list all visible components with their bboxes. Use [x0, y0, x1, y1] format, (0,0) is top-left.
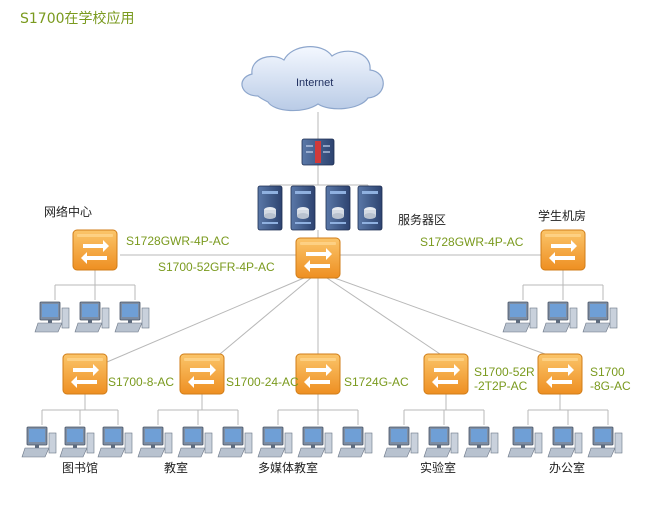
pc-icon [547, 426, 583, 458]
server-icon [257, 185, 283, 231]
pc-icon [463, 426, 499, 458]
model-label-access-4-line2: -2T2P-AC [474, 379, 528, 393]
pc-icon [297, 426, 333, 458]
pc-icon [34, 301, 70, 333]
page-title: S1700在学校应用 [20, 11, 135, 27]
pc-icon [21, 426, 57, 458]
pc-icon [59, 426, 95, 458]
model-label-right-top: S1728GWR-4P-AC [420, 235, 524, 249]
pc-icon [423, 426, 459, 458]
pc-icon [337, 426, 373, 458]
pc-icon [582, 301, 618, 333]
pc-icon [114, 301, 150, 333]
pc-group-library [21, 426, 133, 458]
server-icon [290, 185, 316, 231]
switch-icon-lab [423, 353, 469, 395]
switch-icon-library [62, 353, 108, 395]
switch-icon-classroom [179, 353, 225, 395]
area-label-office: 办公室 [549, 461, 586, 475]
pc-icon [137, 426, 173, 458]
area-label-multimedia-classroom: 多媒体教室 [258, 461, 319, 475]
area-label-network-center: 网络中心 [44, 205, 93, 219]
pc-group-office [507, 426, 623, 458]
area-label-library: 图书馆 [62, 461, 99, 475]
core-switch-icon [295, 237, 341, 279]
model-label-access-4-line1: S1700-52R [474, 365, 535, 379]
pc-icon [97, 426, 133, 458]
links [41, 112, 609, 425]
pc-icon [502, 301, 538, 333]
model-label-access-2: S1700-24-AC [226, 375, 299, 389]
pc-icon [587, 426, 623, 458]
pc-group-student-lab [502, 301, 618, 333]
area-label-classroom: 教室 [164, 461, 189, 475]
internet-label: Internet [296, 77, 334, 89]
area-label-server-area: 服务器区 [398, 213, 447, 227]
pc-group-network-center [34, 301, 150, 333]
pc-icon [507, 426, 543, 458]
model-label-access-1: S1700-8-AC [108, 375, 175, 389]
pc-icon [74, 301, 110, 333]
internet-cloud-icon [241, 46, 384, 112]
model-label-core: S1700-52GFR-4P-AC [158, 260, 275, 274]
pc-group-classroom [137, 426, 253, 458]
model-label-access-5-line2: -8G-AC [590, 379, 631, 393]
pc-group-multimedia [257, 426, 373, 458]
pc-icon [383, 426, 419, 458]
area-label-lab: 实验室 [420, 461, 457, 475]
server-icon [325, 185, 351, 231]
pc-icon [217, 426, 253, 458]
pc-icon [177, 426, 213, 458]
model-label-left-top: S1728GWR-4P-AC [126, 234, 230, 248]
pc-group-lab [383, 426, 499, 458]
switch-icon-network-center [72, 229, 118, 271]
area-label-student-lab: 学生机房 [538, 209, 587, 223]
switch-icon-multimedia [295, 353, 341, 395]
switch-icon-office [537, 353, 583, 395]
firewall-icon [301, 138, 335, 166]
model-label-access-5-line1: S1700 [590, 365, 625, 379]
model-label-access-3: S1724G-AC [344, 375, 409, 389]
pc-icon [257, 426, 293, 458]
pc-icon [542, 301, 578, 333]
switch-icon-student-lab [540, 229, 586, 271]
server-icon [357, 185, 383, 231]
